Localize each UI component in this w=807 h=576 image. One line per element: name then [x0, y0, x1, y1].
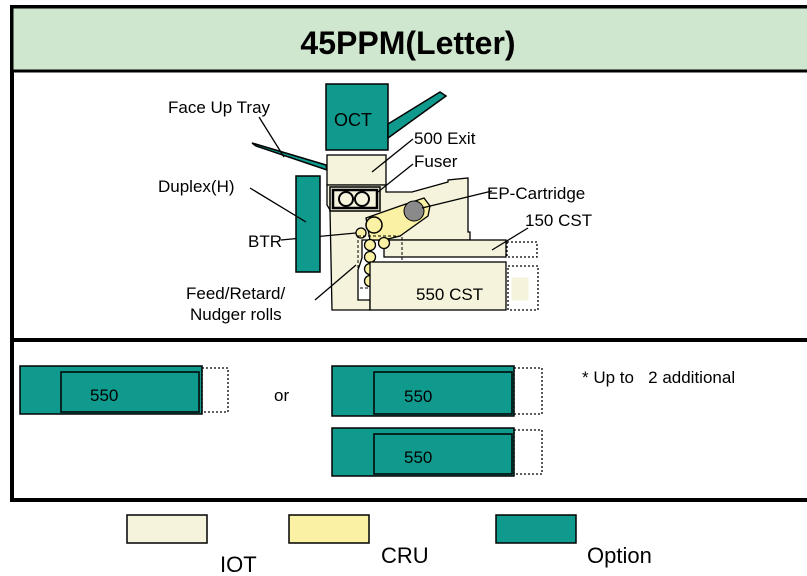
ep-drum — [403, 200, 425, 222]
feed-rolls-label-line2: Nudger rolls — [190, 305, 282, 324]
option-tray-stack-top-label: 550 — [404, 387, 432, 406]
oct-label: OCT — [334, 110, 372, 130]
legend-label-cru: CRU — [381, 543, 429, 568]
option-tray-left-extension — [201, 367, 229, 413]
cst-150-leader — [491, 227, 529, 251]
option-tray-stack-bottom-inner — [373, 433, 513, 475]
cst-550-label: 550 CST — [416, 285, 483, 304]
cst-150-extension — [506, 241, 538, 258]
option-tray-left-label: 550 — [90, 386, 118, 405]
legend-label-option: Option — [587, 543, 652, 568]
legend-label-iot: IOT — [220, 552, 257, 576]
exit-500-unit — [326, 154, 387, 186]
cst-550-tray — [369, 261, 507, 311]
fuser-inner — [331, 188, 379, 210]
duplex-label: Duplex(H) — [158, 177, 235, 196]
option-tray-stack-bottom-extension — [513, 429, 543, 475]
exit-500-label: 500 Exit — [414, 129, 476, 148]
ep-cartridge-label: EP-Cartridge — [487, 184, 585, 203]
feed-roll-5 — [377, 236, 391, 250]
fuser-leader — [377, 163, 414, 193]
cst-550-extension — [507, 265, 539, 311]
additional-note: * Up to 2 additional — [582, 368, 735, 387]
fuser-roll-left — [338, 191, 354, 207]
oct-tray — [387, 91, 448, 140]
option-tray-stack-top-extension — [513, 367, 543, 415]
legend-swatch-cru — [288, 514, 370, 544]
cst-150-label: 150 CST — [525, 211, 592, 230]
cst-550-handle — [511, 277, 529, 301]
btr-label: BTR — [248, 232, 282, 251]
fuser-label: Fuser — [414, 152, 458, 171]
or-label: or — [274, 386, 289, 405]
face-up-tray — [251, 142, 328, 172]
option-tray-left-inner — [60, 371, 200, 413]
legend-swatch-iot — [126, 514, 208, 544]
option-tray-stack-top-inner — [373, 371, 513, 415]
feed-roll-1 — [363, 238, 377, 252]
fuser-roll-right — [354, 191, 370, 207]
legend-swatch-option — [495, 514, 577, 544]
title-band — [10, 5, 807, 73]
face-up-tray-leader — [258, 116, 285, 158]
page-title: 45PPM(Letter) — [300, 25, 515, 61]
ep-cartridge-leader — [421, 190, 493, 209]
option-tray-stack-bottom-label: 550 — [404, 448, 432, 467]
exit-500-leader — [371, 138, 414, 173]
feed-rolls-label-line1: Feed/Retard/ — [186, 284, 285, 303]
oct-unit — [325, 83, 389, 151]
btr-roll — [365, 216, 383, 234]
duplex-unit — [295, 175, 321, 273]
feed-roll-2 — [363, 250, 377, 264]
duplex-leader — [249, 187, 307, 223]
feed-rolls-leader — [314, 264, 357, 301]
face-up-tray-label: Face Up Tray — [168, 98, 271, 117]
